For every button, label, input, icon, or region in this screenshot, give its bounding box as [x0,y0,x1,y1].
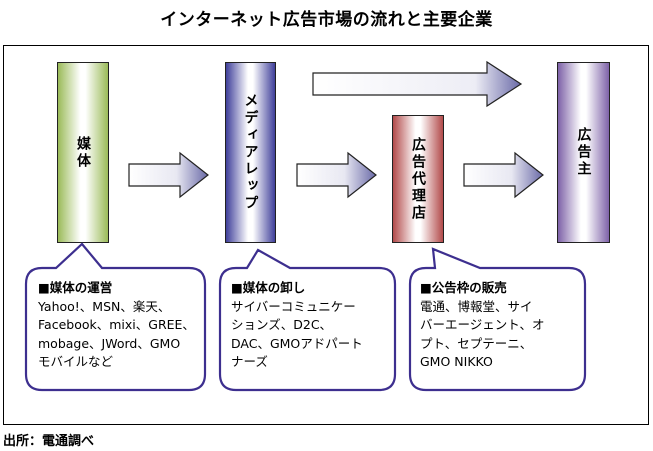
callout-media-rep: ■媒体の卸し サイバーコミュニケー ションズ、D2C、 DAC、GMOアドパート… [231,279,363,372]
column-media-rep: メディアレップ [225,62,276,243]
callout-line: mobage、JWord、GMO [38,335,181,351]
callout-line: DAC、GMOアドパート [231,335,363,351]
callout-line: GMO NIKKO [420,354,493,369]
column-media-label: 媒体 [75,135,91,170]
callout-media: ■媒体の運営 Yahoo!、MSN、楽天、 Facebook、mixi、GREE… [38,279,195,372]
callout-ad-agency: ■公告枠の販売 電通、博報堂、サイ バーエージェント、オ プト、セプテーニ、 G… [420,279,545,372]
callout-line: 電通、博報堂、サイ [420,298,533,314]
callout-line: バーエージェント、オ [420,317,545,332]
callout-line: サイバーコミュニケー [231,298,356,314]
diagram-frame [3,45,649,425]
arrow-rep-to-agency [296,151,377,199]
source-note: 出所：電通調べ [3,434,95,449]
callout-line: プト、セプテーニ、 [420,335,533,351]
arrow-rep-to-advertiser [312,60,523,108]
callout-line: モバイルなど [38,354,114,369]
diagram-title: インターネット広告市場の流れと主要企業 [160,10,493,30]
callout-line: ナーズ [231,354,268,369]
callout-line: Yahoo!、MSN、楽天、 [38,298,171,314]
callout-ad-agency-heading: ■公告枠の販売 [420,280,507,295]
arrow-media-to-rep [128,151,209,199]
column-ad-agency-label: 広告代理店 [410,136,426,222]
column-media-rep-label: メディアレップ [242,93,259,212]
arrow-agency-to-advertiser [463,151,544,199]
callout-media-heading: ■媒体の運営 [38,280,113,295]
callout-line: ションズ、D2C、 [231,317,333,332]
callout-agency-bubble [408,247,587,392]
column-advertiser: 広告主 [557,62,610,243]
callout-rep-bubble [218,248,397,392]
column-ad-agency: 広告代理店 [392,115,444,243]
column-media: 媒体 [57,62,109,243]
callout-media-rep-heading: ■媒体の卸し [231,280,306,295]
callout-line: Facebook、mixi、GREE、 [38,317,195,332]
column-advertiser-label: 広告主 [575,127,592,178]
callout-media-bubble [24,242,207,392]
